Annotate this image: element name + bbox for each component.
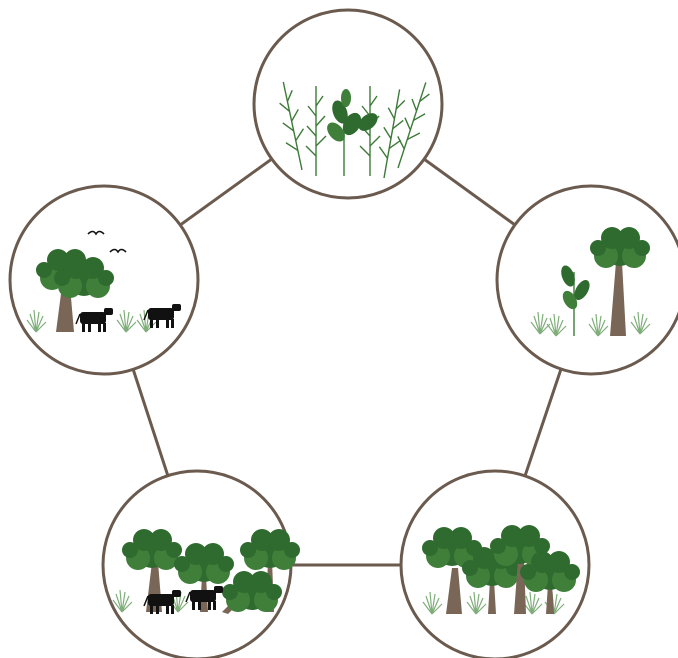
node-forest-with-cattle <box>101 469 300 658</box>
tree-icon <box>590 227 650 336</box>
node-grassland-shrub-seedlings <box>252 8 444 200</box>
tree-icon <box>36 249 114 332</box>
shrub-seedling-icon <box>327 89 378 176</box>
tree-icon <box>422 525 580 614</box>
node-forest <box>399 469 591 658</box>
node-savanna-with-cattle <box>8 184 200 376</box>
shrub-icon <box>561 265 590 336</box>
fallen-tree-icon <box>222 571 282 614</box>
node-grass-shrub-young-tree <box>495 184 678 376</box>
bird-icon <box>87 230 127 254</box>
